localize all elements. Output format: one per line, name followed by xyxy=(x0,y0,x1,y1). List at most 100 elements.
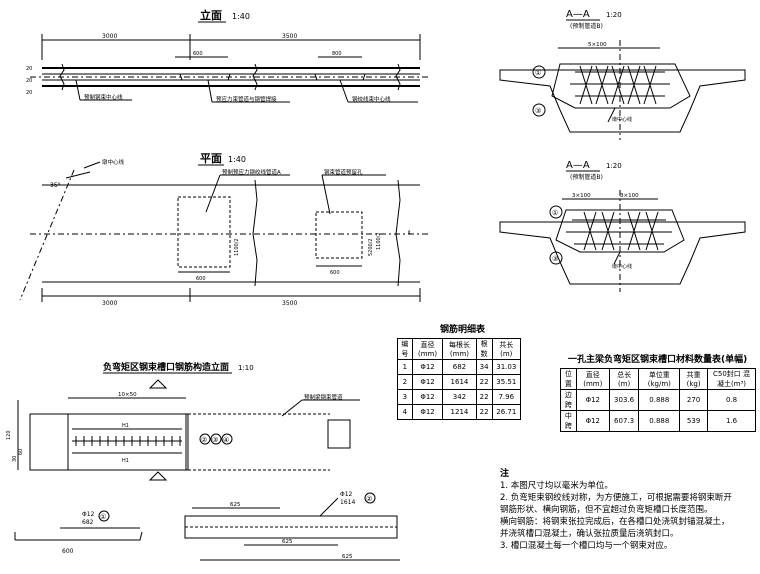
cell: 31.03 xyxy=(491,359,522,375)
cell: 35.51 xyxy=(491,374,522,390)
bar-shape-left: Φ12 682 ① 600 xyxy=(14,510,143,555)
section-b-dim-1: 3×100 xyxy=(572,193,591,199)
section-a-marker-1: ① xyxy=(535,69,541,77)
bar-left-sub: 682 xyxy=(82,519,94,526)
section-b-dim-2: 3×100 xyxy=(620,193,639,199)
cell: 1614 xyxy=(442,374,477,390)
bar-left-dim: 600 xyxy=(62,548,74,555)
cell: 539 xyxy=(679,410,709,432)
material-th-5: 共重 (kg) xyxy=(679,368,709,390)
section-b-view: A—A 1:20 (预制管道B) 3×100 3×100 ① ③ 墩中心线 xyxy=(499,160,746,292)
notes-line: 钢筋形状、横向钢筋，但不宜超过负弯矩槽口长度范围。 xyxy=(500,505,713,515)
elevation-scale: 1:40 xyxy=(232,12,250,21)
bar-right-marker: ② xyxy=(366,495,372,503)
cell: 1214 xyxy=(442,404,477,420)
bar-right-sub: 1614 xyxy=(340,499,355,506)
plan-side-dim-1: 1100/2 xyxy=(234,238,240,256)
cell: 22 xyxy=(475,389,493,405)
section-a-dim: 5×100 xyxy=(588,42,607,48)
bar-right-label: Φ12 xyxy=(340,491,353,498)
bar-right-dim-1: 625 xyxy=(230,502,241,508)
elev-dim-4: 800 xyxy=(332,51,342,57)
cell: 4 xyxy=(397,404,413,420)
cell: 边跨 xyxy=(560,389,577,411)
elev-side-dim-3: 20 xyxy=(26,90,32,96)
cell: 0.888 xyxy=(638,389,681,411)
rebar-th-4: 根数 xyxy=(475,338,493,360)
elev-side-dim-2: 20 xyxy=(26,78,32,84)
rebar-th-2: 直径 (mm) xyxy=(411,338,444,360)
section-a-title: A—A xyxy=(566,9,590,20)
material-th-3: 总长 (m) xyxy=(608,368,640,390)
cell: 303.6 xyxy=(608,389,640,411)
cell: 22 xyxy=(475,404,493,420)
rebar-table-title: 钢筋明细表 xyxy=(440,325,486,335)
cell: 22 xyxy=(475,374,493,390)
rebar-detail-dim-3: 30 xyxy=(12,456,18,462)
rebar-detail-scale: 1:10 xyxy=(238,364,254,372)
cell: 270 xyxy=(679,389,709,411)
material-th-6: C50封口 混凝土(m³) xyxy=(707,368,756,390)
cell: Φ12 xyxy=(411,359,444,375)
plan-cl-mark: ℄ xyxy=(408,230,412,236)
cell: 中跨 xyxy=(560,410,577,432)
rebar-th-5: 共长 (m) xyxy=(491,338,522,360)
material-table-title: 一孔主梁负弯矩区钢束槽口材料数量表(单幅) xyxy=(568,355,748,365)
section-a-centerline-label: 墩中心线 xyxy=(612,116,632,123)
plan-label-pier: 墩中心线 xyxy=(102,158,125,166)
cell: 342 xyxy=(442,389,477,405)
plan-dim-4: 600 xyxy=(330,270,340,276)
section-a-subtitle: (预制管道B) xyxy=(570,22,603,30)
plan-scale: 1:40 xyxy=(228,155,246,164)
rebar-detail-dim-4: 60 xyxy=(18,449,24,455)
bar-shape-right: 625 625 625 Φ12 1614 ② xyxy=(184,491,400,561)
rebar-th-1: 编号 xyxy=(397,338,413,360)
section-b-title: A—A xyxy=(566,160,590,171)
cell: 1.6 xyxy=(707,410,756,432)
plan-dim-3: 600 xyxy=(196,276,206,282)
plan-title: 平面 xyxy=(200,152,222,165)
section-b-marker-3: ③ xyxy=(552,255,558,263)
notes-line: 横向钢筋：将钢束张拉完成后，在各槽口处浇筑封锚混凝土， xyxy=(500,517,730,527)
cell: 0.8 xyxy=(707,389,756,411)
section-b-duct-grid xyxy=(566,211,672,251)
rebar-detail-h1-top: H1 xyxy=(122,423,129,429)
rebar-detail-h1-bottom: H1 xyxy=(122,458,129,464)
cell: Φ12 xyxy=(575,410,610,432)
elev-label-3: 钢绞线束中心线 xyxy=(352,95,391,103)
notes-line: 2. 负弯矩束钢绞线对称，为方便施工，可根据需要将钢束断开 xyxy=(500,493,732,503)
elevation-title: 立面 xyxy=(200,8,222,22)
material-table-header: 位置 直径 (mm) 总长 (m) 单位重 (kg/m) 共重 (kg) C50… xyxy=(560,368,756,390)
cell: 0.888 xyxy=(638,410,681,432)
plan-label-a: 预制预应力钢绞线管道A xyxy=(222,168,281,176)
cell: Φ12 xyxy=(575,389,610,411)
rebar-marker-3: ③ xyxy=(212,436,218,444)
plan-label-b: 钢束管道预留孔 xyxy=(324,168,363,176)
rebar-table-header: 编号 直径 (mm) 每根长 (mm) 根数 共长 (m) xyxy=(397,338,522,360)
rebar-marker-2: ② xyxy=(201,436,207,444)
rebar-th-3: 每根长 (mm) xyxy=(442,338,477,360)
plan-side-dim-2: 5200/2 xyxy=(368,238,374,256)
plan-dim-1: 3000 xyxy=(102,300,117,307)
elev-dim-3: 600 xyxy=(193,51,203,57)
rebar-detail-dim-2: 120 xyxy=(6,430,12,440)
plan-side-dim-3: 1100/2 xyxy=(376,232,382,250)
section-a-marker-3: ③ xyxy=(535,107,541,115)
section-b-scale: 1:20 xyxy=(606,162,622,170)
elevation-view: 立面 1:40 3000 3500 600 800 20 20 20 预制钢束中… xyxy=(26,8,430,103)
material-th-2: 直径 (mm) xyxy=(575,368,610,390)
notes-line: 1. 本图尺寸均以毫米为单位。 xyxy=(500,481,613,491)
cell: Φ12 xyxy=(411,374,444,390)
notes-block: 注 1. 本图尺寸均以毫米为单位。 2. 负弯矩束钢绞线对称，为方便施工，可根据… xyxy=(500,468,756,552)
cell: Φ12 xyxy=(411,404,444,420)
bar-left-marker: ① xyxy=(100,513,106,521)
bar-left-label: Φ12 xyxy=(82,511,95,518)
material-th-1: 位置 xyxy=(560,368,577,390)
section-b-centerline-label: 墩中心线 xyxy=(612,263,632,270)
elev-side-dim-1: 20 xyxy=(26,66,32,72)
notes-title: 注 xyxy=(500,469,510,479)
